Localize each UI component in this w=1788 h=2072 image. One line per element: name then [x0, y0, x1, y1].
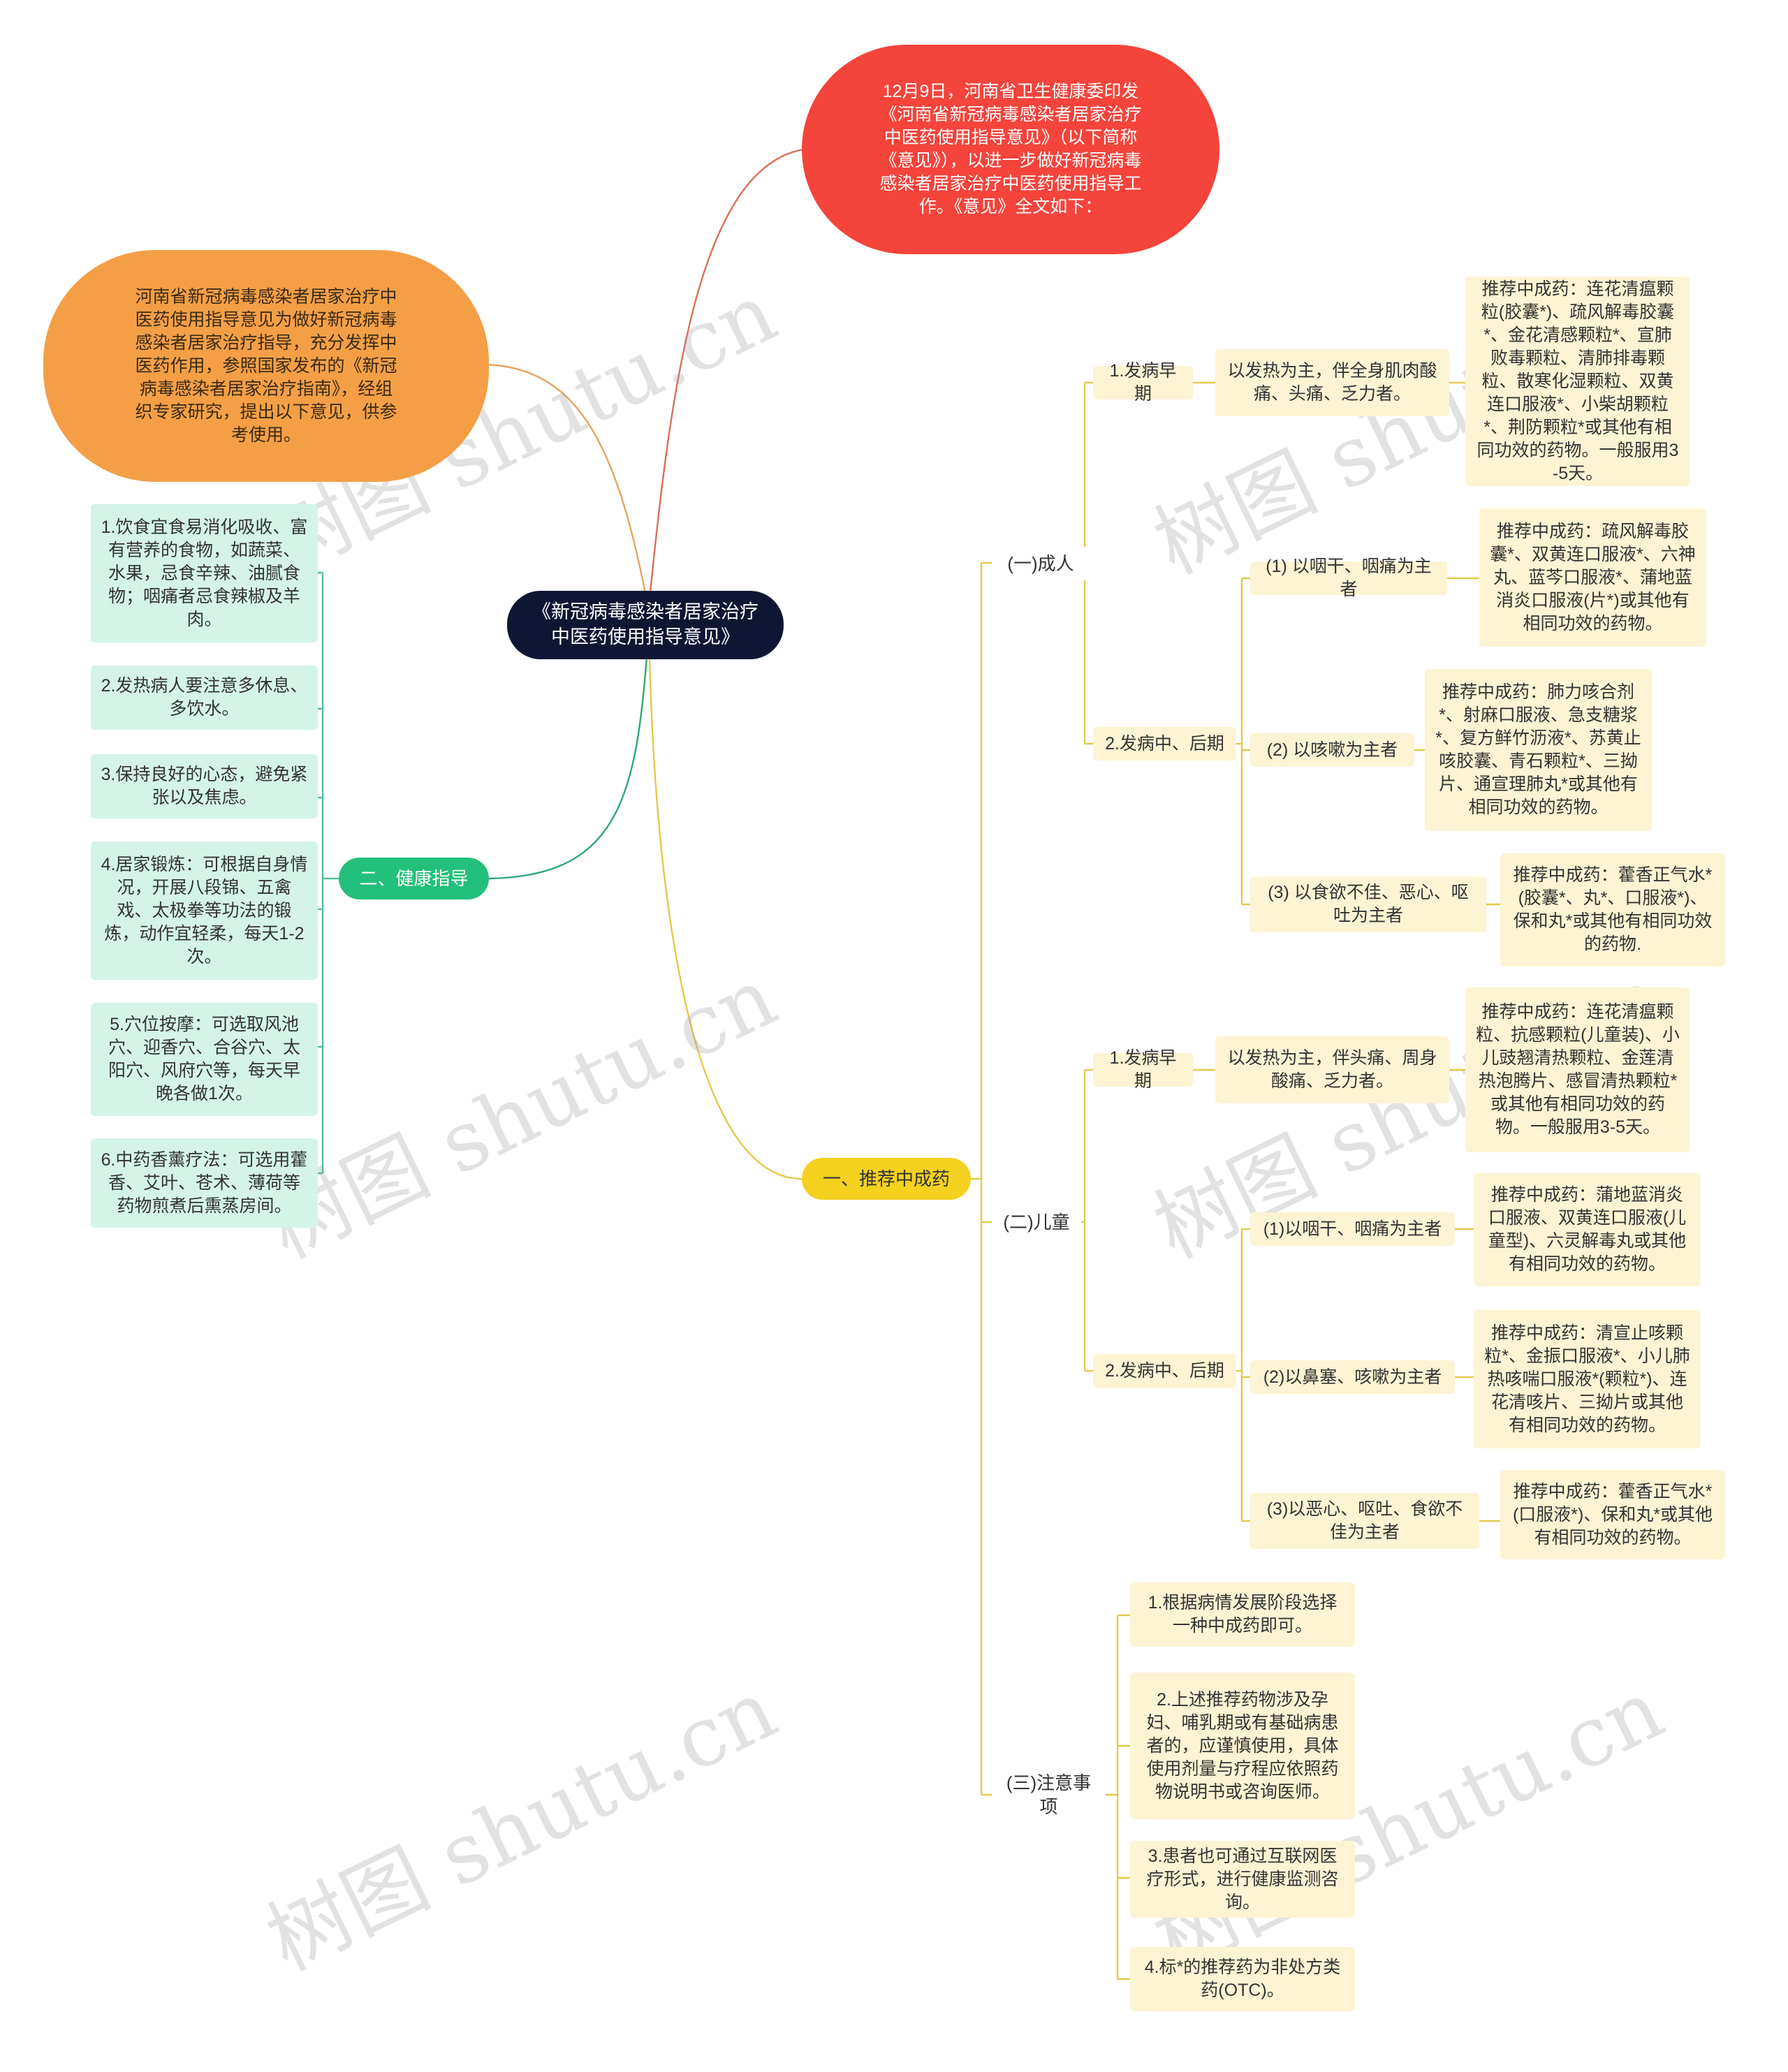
adult-late-recommendation[interactable]: 推荐中成药：藿香正气水*(胶囊*、丸*、口服液*)、保和丸*或其他有相同功效的药… [1500, 853, 1725, 967]
child-late-symptom[interactable]: (1)以咽干、咽痛为主者 [1250, 1212, 1455, 1246]
health-item[interactable]: 4.居家锻炼：可根据自身情况，开展八段锦、五禽戏、太极拳等功法的锻炼，动作宜轻柔… [91, 842, 318, 980]
adult-late-recommendation[interactable]: 推荐中成药：肺力咳合剂*、射麻口服液、急支糖浆*、复方鲜竹沥液*、苏黄止咳胶囊、… [1425, 669, 1652, 831]
notes-item[interactable]: 1.根据病情发展阶段选择一种中成药即可。 [1130, 1582, 1355, 1647]
health-item[interactable]: 3.保持良好的心态，避免紧张以及焦虑。 [91, 754, 318, 818]
child-late-recommendation[interactable]: 推荐中成药：蒲地蓝消炎口服液、双黄连口服液(儿童型)、六灵解毒丸或其他有相同功效… [1474, 1173, 1701, 1286]
adult-late-recommendation[interactable]: 推荐中成药：疏风解毒胶囊*、双黄连口服液*、六神丸、蓝芩口服液*、蒲地蓝消炎口服… [1479, 508, 1706, 647]
adult-early-symptom[interactable]: 以发热为主，伴全身肌肉酸痛、头痛、乏力者。 [1215, 349, 1449, 416]
medicine-topic[interactable]: 一、推荐中成药 [802, 1158, 971, 1200]
child-early-recommendation[interactable]: 推荐中成药：连花清瘟颗粒、抗感颗粒(儿童装)、小儿豉翘清热颗粒、金莲清热泡腾片、… [1465, 987, 1690, 1152]
adult-late-symptom[interactable]: (2) 以咳嗽为主者 [1250, 733, 1414, 767]
child-early-node[interactable]: 1.发病早期 [1093, 1048, 1193, 1091]
health-guidance-topic[interactable]: 二、健康指导 [339, 858, 489, 899]
notes-item[interactable]: 2.上述推荐药物涉及孕妇、哺乳期或有基础病患者的，应谨慎使用，具体使用剂量与疗程… [1130, 1673, 1355, 1819]
child-late-recommendation[interactable]: 推荐中成药：藿香正气水*(口服液*)、保和丸*或其他有相同功效的药物。 [1500, 1470, 1725, 1559]
intro-red-node[interactable]: 12月9日，河南省卫生健康委印发《河南省新冠病毒感染者居家治疗中医药使用指导意见… [802, 45, 1219, 254]
child-late-node[interactable]: 2.发病中、后期 [1093, 1354, 1236, 1388]
adult-node[interactable]: (一)成人 [992, 547, 1090, 580]
notes-node[interactable]: (三)注意事项 [992, 1772, 1106, 1817]
child-node[interactable]: (二)儿童 [992, 1205, 1081, 1239]
adult-late-node[interactable]: 2.发病中、后期 [1093, 727, 1236, 761]
notes-item[interactable]: 4.标*的推荐药为非处方类药(OTC)。 [1130, 1947, 1355, 2011]
adult-early-recommendation[interactable]: 推荐中成药：连花清瘟颗粒(胶囊*)、疏风解毒胶囊*、金花清感颗粒*、宣肺败毒颗粒… [1465, 277, 1690, 486]
child-early-symptom[interactable]: 以发热为主，伴头痛、周身酸痛、乏力者。 [1215, 1036, 1449, 1103]
root-topic[interactable]: 《新冠病毒感染者居家治疗中医药使用指导意见》 [507, 591, 784, 659]
notes-item[interactable]: 3.患者也可通过互联网医疗形式，进行健康监测咨询。 [1130, 1841, 1355, 1918]
adult-early-node[interactable]: 1.发病早期 [1093, 361, 1193, 404]
health-item[interactable]: 6.中药香薰疗法：可选用藿香、艾叶、苍术、薄荷等药物煎煮后熏蒸房间。 [91, 1138, 318, 1228]
child-late-symptom[interactable]: (3)以恶心、呕吐、食欲不佳为主者 [1250, 1493, 1479, 1549]
adult-late-symptom[interactable]: (1) 以咽干、咽痛为主者 [1250, 557, 1447, 599]
child-late-recommendation[interactable]: 推荐中成药：清宣止咳颗粒*、金振口服液*、小儿肺热咳喘口服液*(颗粒*)、连花清… [1474, 1310, 1701, 1448]
intro-orange-node[interactable]: 河南省新冠病毒感染者居家治疗中医药使用指导意见为做好新冠病毒感染者居家治疗指导，… [43, 250, 489, 482]
health-item[interactable]: 1.饮食宜食易消化吸收、富有营养的食物，如蔬菜、水果，忌食辛辣、油腻食物；咽痛者… [91, 504, 318, 642]
health-item[interactable]: 5.穴位按摩：可选取风池穴、迎香穴、合谷穴、太阳穴、风府穴等，每天早晚各做1次。 [91, 1003, 318, 1116]
child-late-symptom[interactable]: (2)以鼻塞、咳嗽为主者 [1250, 1360, 1455, 1394]
adult-late-symptom[interactable]: (3) 以食欲不佳、恶心、呕吐为主者 [1250, 876, 1486, 932]
health-item[interactable]: 2.发热病人要注意多休息、多饮水。 [91, 666, 318, 730]
